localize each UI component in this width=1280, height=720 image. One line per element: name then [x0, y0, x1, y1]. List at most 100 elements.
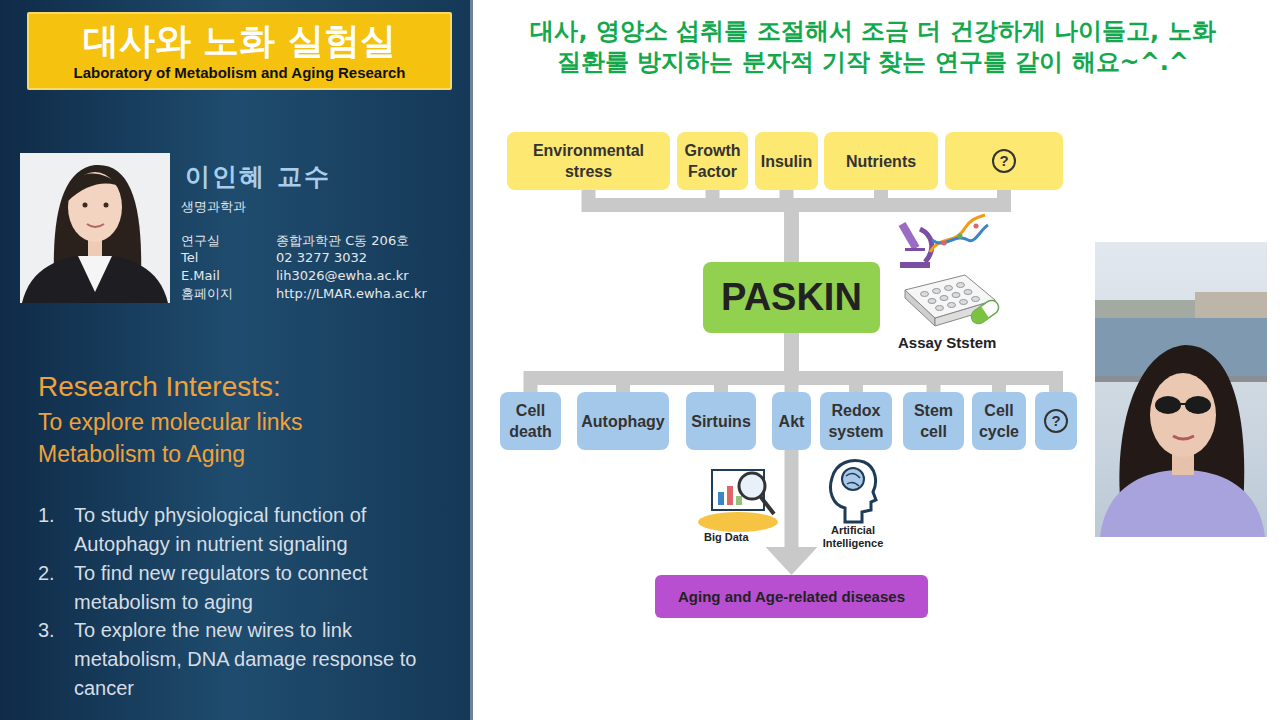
- microscope-tube: [899, 222, 920, 250]
- box-label: Autophagy: [581, 411, 665, 432]
- info-key: 연구실: [181, 232, 220, 249]
- box-label: Redox system: [822, 400, 890, 442]
- photo-sky: [1095, 242, 1267, 537]
- box-label: ?: [992, 149, 1016, 173]
- ai-brain-folds: [846, 473, 860, 486]
- photo-sunglasses-bridge: [1180, 403, 1186, 405]
- list-number: 1.: [38, 501, 55, 530]
- plate-wells: [921, 283, 980, 311]
- box-label: Cell death: [502, 400, 559, 442]
- tree-connector: [531, 333, 792, 392]
- portrait-jacket: [22, 255, 168, 303]
- portrait-shirt: [78, 256, 112, 292]
- info-value: lih3026@ewha.ac.kr: [276, 267, 409, 284]
- bigdata-bar: [718, 492, 724, 505]
- info-key: E.Mail: [181, 267, 220, 284]
- bigdata-monitor: [712, 470, 764, 510]
- dna-strand: [930, 215, 985, 252]
- list-item: To explore the new wires to link metabol…: [74, 616, 449, 703]
- section-subheading: To explore molecular links Metabolism to…: [38, 406, 368, 470]
- portrait-frame: [20, 153, 170, 303]
- photo-sunglasses: [1185, 396, 1211, 414]
- bigdata-bar: [727, 486, 733, 505]
- output-box: Akt: [772, 392, 811, 450]
- info-value: 02 3277 3032: [276, 249, 367, 266]
- panel-edge: [470, 0, 473, 720]
- bigdata-magnifier: [739, 473, 765, 499]
- tree-connector: [589, 190, 792, 262]
- outcome-box: Aging and Age-related diseases: [655, 575, 928, 618]
- box-label: PASKIN: [721, 276, 862, 319]
- box-label: Environmental stress: [509, 140, 668, 182]
- input-box: Nutrients: [824, 132, 938, 190]
- list-item: To find new regulators to connect metabo…: [74, 559, 449, 617]
- info-key: 홈페이지: [181, 285, 233, 302]
- box-sublabel: Laboratory of Metabolism and Aging Resea…: [74, 63, 406, 83]
- box-label: Cell cycle: [974, 400, 1024, 442]
- box-label: Sirtuins: [691, 411, 751, 432]
- plate-side: [935, 300, 995, 326]
- portrait-bangs: [67, 173, 124, 202]
- list-item: To study physiological function of Autop…: [74, 501, 449, 559]
- plate-top: [905, 275, 995, 318]
- box-label: Akt: [779, 411, 805, 432]
- box-label: ?: [1044, 409, 1068, 433]
- output-box: Cell death: [500, 392, 561, 450]
- section-heading: Research Interests:: [38, 371, 281, 403]
- output-box: Autophagy: [577, 392, 669, 450]
- dna-strand: [932, 225, 988, 243]
- tree-connector: [792, 333, 1057, 392]
- portrait-eye: [83, 203, 88, 208]
- output-box: ?: [1035, 392, 1077, 450]
- photo-sweater: [1100, 470, 1265, 537]
- icon-caption: Big Data: [704, 531, 749, 544]
- info-key: Tel: [181, 249, 198, 266]
- output-box: Sirtuins: [686, 392, 756, 450]
- tree-connector: [623, 333, 792, 392]
- side-panel: [0, 0, 472, 720]
- photo-sunglasses: [1155, 396, 1181, 414]
- ai-brain: [842, 468, 864, 490]
- info-value: 종합과학관 C동 206호: [276, 232, 409, 249]
- bigdata-magnifier-handle: [760, 496, 774, 514]
- dna-dot: [942, 241, 947, 246]
- ai-head: [831, 461, 876, 522]
- dna-dot: [974, 224, 979, 229]
- microscope-stage: [905, 248, 925, 251]
- flow-arrow: [785, 450, 799, 575]
- box-label: Growth Factor: [679, 140, 746, 182]
- input-box: Environmental stress: [507, 132, 670, 190]
- photo-mouth: [1173, 436, 1194, 439]
- microscope-arm: [920, 229, 932, 262]
- bigdata-bar: [736, 496, 742, 505]
- tree-connector: [792, 190, 1005, 262]
- box-label: 대사와 노화 실험실: [83, 19, 396, 63]
- output-box: Cell cycle: [972, 392, 1026, 450]
- input-box: Growth Factor: [677, 132, 748, 190]
- list-number: 3.: [38, 616, 55, 645]
- list-number: 2.: [38, 559, 55, 588]
- box-label: Nutrients: [846, 151, 916, 172]
- output-box: Redox system: [820, 392, 892, 450]
- page-heading: 대사, 영양소 섭취를 조절해서 조금 더 건강하게 나이들고, 노화 질환룰 …: [523, 16, 1223, 78]
- illustration-caption: Assay Ststem: [898, 334, 996, 351]
- plate-side: [905, 290, 935, 326]
- portrait-eye: [104, 203, 109, 208]
- hub-box: PASKIN: [703, 262, 880, 333]
- box-label: Insulin: [761, 151, 813, 172]
- info-value: http://LMAR.ewha.ac.kr: [276, 285, 427, 302]
- microscope-base: [900, 262, 930, 268]
- tree-connector: [713, 190, 792, 262]
- department: 생명과학과: [181, 198, 246, 215]
- lab-banner: 대사와 노화 실험실Laboratory of Metabolism and A…: [27, 12, 452, 90]
- tree-connector: [721, 333, 792, 392]
- box-label: Aging and Age-related diseases: [678, 588, 905, 605]
- input-box: Insulin: [755, 132, 818, 190]
- output-box: Stem cell: [903, 392, 964, 450]
- photo-face: [1150, 373, 1216, 457]
- portrait-mouth: [87, 224, 104, 227]
- input-box: ?: [945, 132, 1063, 190]
- dna-dot: [958, 234, 963, 239]
